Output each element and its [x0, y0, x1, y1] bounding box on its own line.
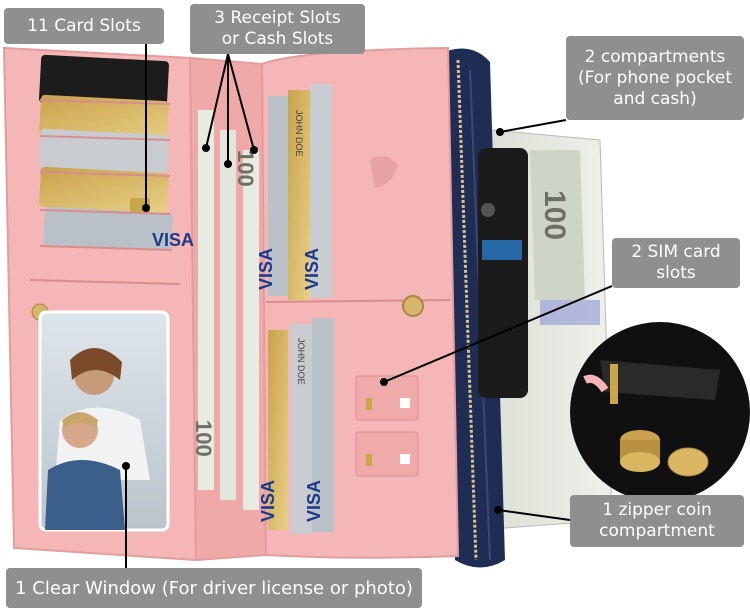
callout-sim-line2: slots [656, 263, 696, 283]
receipt-slots: 100 100 [191, 110, 259, 510]
callout-sim-line1: 2 SIM card [631, 242, 721, 262]
callout-receipt-slots: 3 Receipt Slots or Cash Slots [190, 4, 365, 54]
callout-coin-compartment: 1 zipper coin compartment [570, 495, 744, 547]
callout-compartments-line2: (For phone pocket [577, 67, 733, 88]
callout-coin-line2: compartment [599, 521, 715, 541]
zipper-teeth [456, 59, 478, 561]
callout-receipt-line1: 3 Receipt Slots [214, 8, 341, 28]
callout-receipt-line2: or Cash Slots [221, 29, 334, 49]
callout-sim-slots: 2 SIM card slots [612, 238, 740, 288]
coin-compartment-inset [570, 322, 750, 502]
callout-clear-window: 1 Clear Window (For driver license or ph… [6, 568, 422, 608]
svg-text:VISA: VISA [304, 480, 324, 522]
sim-slots [355, 375, 419, 477]
svg-text:VISA: VISA [256, 248, 276, 290]
phone [478, 148, 528, 398]
brand-emboss [370, 156, 398, 188]
left-card-slots: VISA [29, 54, 194, 285]
svg-text:JOHN DOE: JOHN DOE [294, 110, 304, 157]
callout-compartments: 2 compartments (For phone pocket and cas… [566, 36, 744, 120]
svg-text:VISA: VISA [152, 230, 194, 250]
callout-card-slots: 11 Card Slots [4, 8, 164, 44]
svg-text:VISA: VISA [258, 480, 278, 522]
bill-number: 100 [538, 190, 571, 240]
right-card-slots: VISA VISA JOHN DOE VISA VISA JOHN DOE [256, 84, 451, 534]
svg-text:JOHN DOE: JOHN DOE [296, 338, 306, 385]
svg-text:VISA: VISA [302, 248, 322, 290]
callout-window-text: 1 Clear Window (For driver license or ph… [15, 577, 413, 599]
callout-compartments-line3: and cash) [613, 88, 697, 109]
callout-card-slots-text: 11 Card Slots [27, 15, 141, 36]
callout-coin-line1: 1 zipper coin [602, 500, 712, 520]
svg-text:100: 100 [233, 150, 258, 187]
snap-button-right [402, 295, 424, 317]
callout-lines [125, 44, 613, 568]
clear-window [38, 310, 170, 532]
callout-dots [122, 128, 504, 514]
callout-compartments-line1: 2 compartments [584, 46, 726, 67]
svg-text:100: 100 [191, 420, 216, 457]
